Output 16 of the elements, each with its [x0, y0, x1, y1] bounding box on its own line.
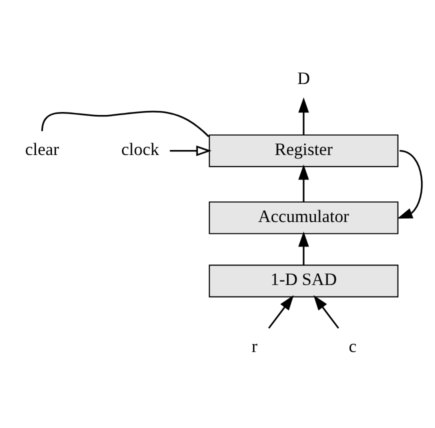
arrow [298, 231, 309, 266]
arrow [314, 295, 340, 329]
arrow [298, 164, 309, 202]
node-text: clock [121, 138, 160, 159]
node-box: Accumulator [208, 201, 398, 234]
node-text: D [297, 68, 310, 88]
arrow [268, 295, 294, 329]
connector [41, 110, 210, 138]
node-text: clear [25, 138, 60, 159]
arrow [298, 97, 309, 135]
node-text: r [252, 336, 258, 356]
node-box: 1-D SAD [208, 264, 398, 298]
arrow [397, 150, 423, 219]
node-text: c [348, 336, 357, 356]
arrow [170, 145, 212, 156]
node-box: Register [208, 134, 398, 168]
